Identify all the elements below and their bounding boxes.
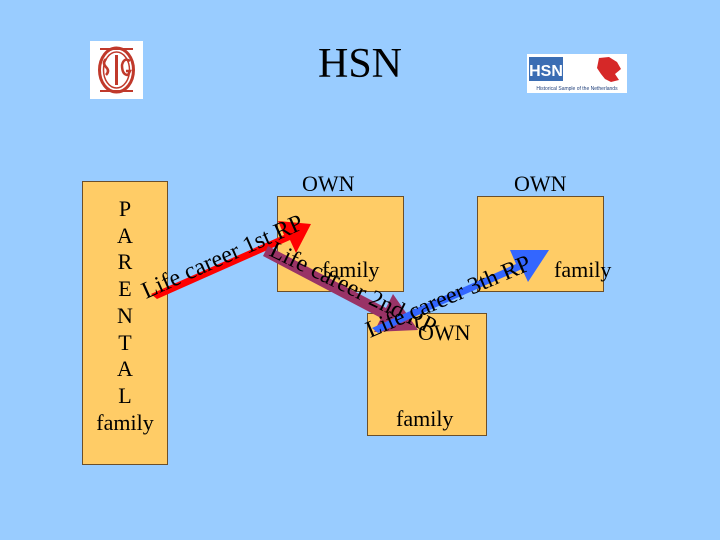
slide-title: HSN xyxy=(317,41,403,87)
hsn-netherlands-logo-icon: HSN Historical Sample of the Netherlands xyxy=(527,54,627,93)
parental-family-label: P A R E N T A L family xyxy=(96,196,154,435)
own-label-1: OWN xyxy=(302,171,355,196)
career-arrow-3-shape xyxy=(372,250,549,333)
family-label-3: family xyxy=(396,406,454,431)
family-label-1: family xyxy=(322,257,380,282)
svg-text:HSN: HSN xyxy=(529,63,563,80)
career-arrow-2-shape xyxy=(263,246,418,332)
own-label-3: OWN xyxy=(418,320,471,345)
own-family-box-3 xyxy=(367,313,487,436)
own-label-2: OWN xyxy=(514,171,567,196)
sig-logo-icon xyxy=(90,41,143,99)
parental-family-box xyxy=(82,181,168,465)
svg-text:Historical Sample of the Nethe: Historical Sample of the Netherlands xyxy=(536,86,618,92)
family-label-2: family xyxy=(554,257,612,282)
career-arrow-1-shape xyxy=(151,221,311,299)
